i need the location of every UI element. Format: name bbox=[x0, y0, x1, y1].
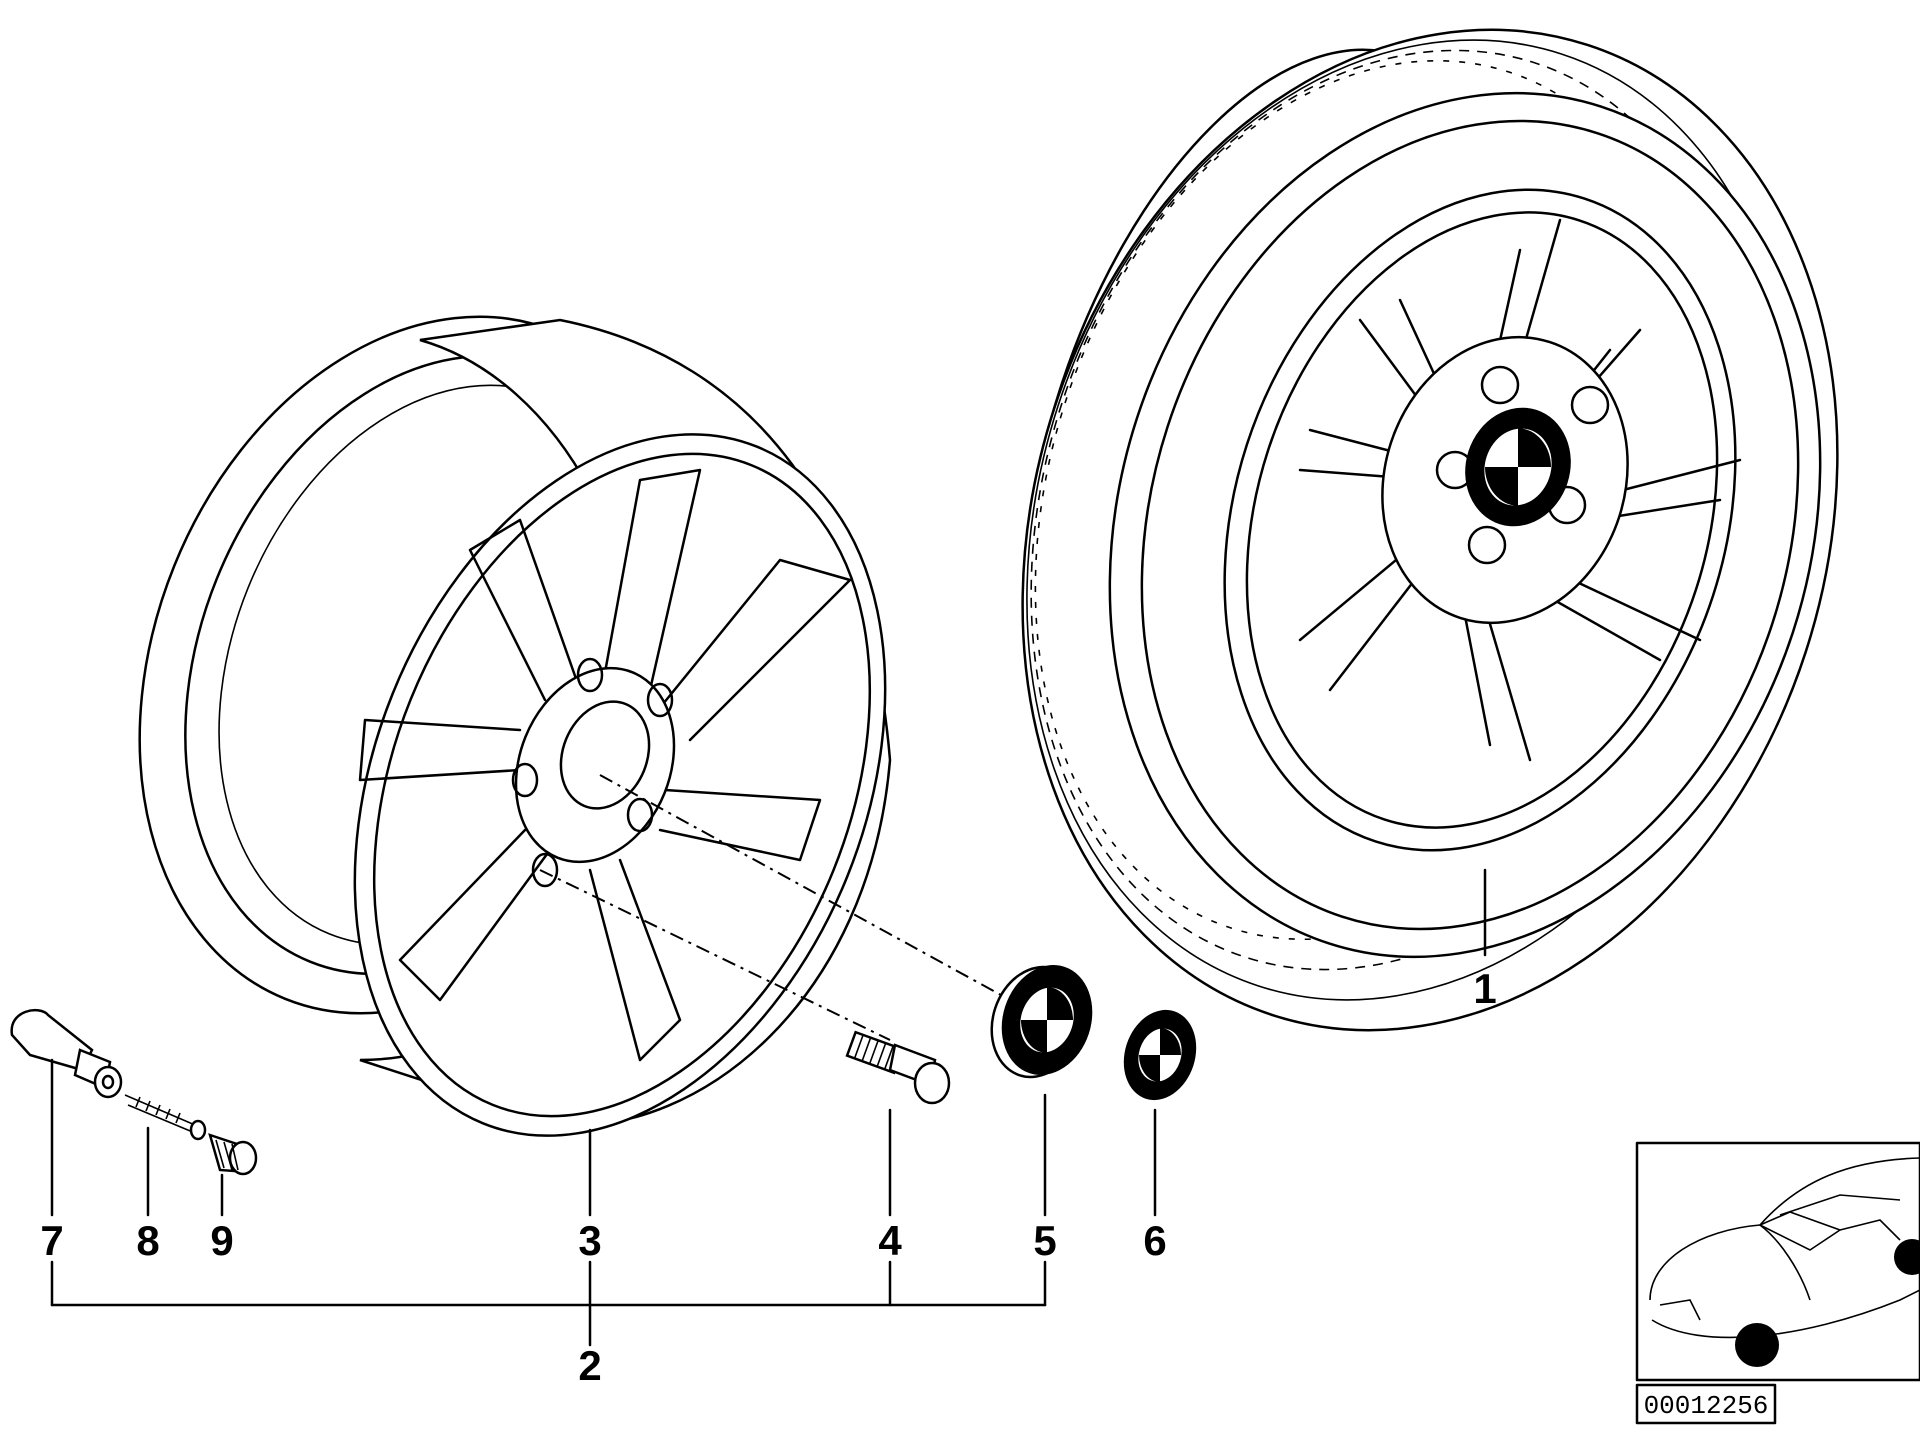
label-8: 8 bbox=[136, 1217, 159, 1264]
assembly-line-bolt bbox=[539, 869, 891, 1041]
label-3: 3 bbox=[578, 1217, 601, 1264]
set-bracket bbox=[50, 1260, 1047, 1347]
disc-wheel bbox=[138, 315, 892, 1217]
valve-insert bbox=[124, 1094, 207, 1217]
reference-number: 00012256 bbox=[1644, 1391, 1769, 1421]
roundel-icon bbox=[1465, 407, 1571, 527]
wheel-bolt bbox=[845, 1030, 951, 1217]
complete-wheel-tyre bbox=[1021, 28, 1839, 1032]
valve bbox=[10, 1008, 123, 1217]
emblem bbox=[1123, 1009, 1197, 1217]
assembly-line-cap bbox=[599, 774, 1011, 1001]
label-2: 2 bbox=[578, 1342, 601, 1389]
label-1: 1 bbox=[1473, 965, 1496, 1012]
hub-cap bbox=[990, 965, 1093, 1217]
label-7: 7 bbox=[40, 1217, 63, 1264]
label-9: 9 bbox=[210, 1217, 233, 1264]
car-locator-icon bbox=[1649, 1157, 1920, 1367]
locator-inset bbox=[1635, 1141, 1920, 1382]
label-6: 6 bbox=[1143, 1217, 1166, 1264]
label-5: 5 bbox=[1033, 1217, 1056, 1264]
label-4: 4 bbox=[878, 1217, 902, 1264]
valve-cap bbox=[208, 1133, 258, 1217]
